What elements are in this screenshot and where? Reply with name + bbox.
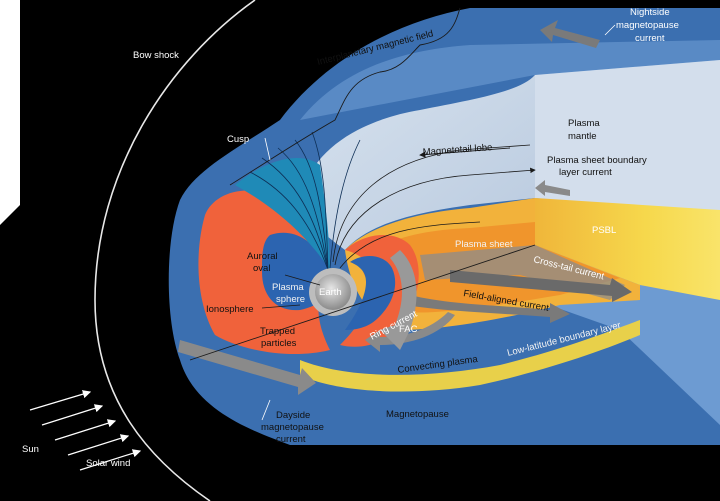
psbl-current-label-2: layer current — [559, 167, 612, 178]
bow-shock-label: Bow shock — [133, 50, 179, 61]
sun-label: Sun — [22, 444, 39, 455]
nightside-current-label-2: magnetopause — [616, 20, 679, 31]
plasma-mantle-label-1: Plasma — [568, 118, 600, 129]
magnetopause-label: Magnetopause — [386, 409, 449, 420]
plasma-mantle-label-2: mantle — [568, 131, 597, 142]
dayside-label-3: current — [276, 434, 306, 445]
ionosphere-label: Ionosphere — [206, 304, 254, 315]
trapped-label-2: particles — [261, 338, 297, 349]
nightside-current-label-3: current — [635, 33, 665, 44]
nightside-current-label-1: Nightside — [630, 7, 670, 18]
dayside-label-2: magnetopause — [261, 422, 324, 433]
auroral-oval-label-1: Auroral — [247, 251, 278, 262]
cusp-label: Cusp — [227, 134, 249, 145]
trapped-label-1: Trapped — [260, 326, 295, 337]
earth-label: Earth — [319, 287, 342, 298]
page-corner — [0, 0, 20, 225]
solar-wind-label: Solar wind — [86, 458, 130, 469]
dayside-label-1: Dayside — [276, 410, 310, 421]
psbl-current-label-1: Plasma sheet boundary — [547, 155, 647, 166]
plasma-sheet-label: Plasma sheet — [455, 239, 513, 250]
psbl-label: PSBL — [592, 225, 616, 236]
auroral-oval-label-2: oval — [253, 263, 270, 274]
plasma-sphere-label-1: Plasma — [272, 282, 304, 293]
plasma-sphere-label-2: sphere — [276, 294, 305, 305]
